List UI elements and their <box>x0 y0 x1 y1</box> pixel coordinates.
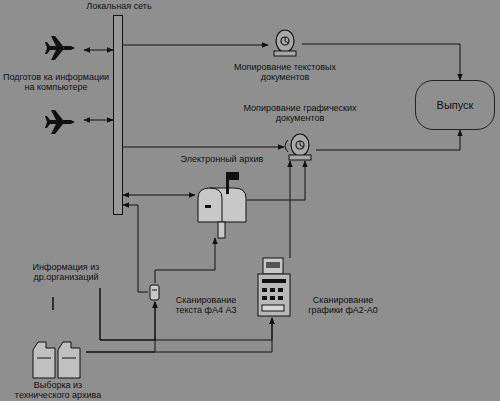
node-text: Выборка из технического архива <box>8 380 108 401</box>
output-box: Выпуск <box>415 80 495 130</box>
node-text: Локальная сеть <box>64 1 174 11</box>
mailbox-icon <box>198 172 246 238</box>
flow-connector <box>123 205 148 292</box>
flow-connector <box>84 50 113 51</box>
node-text: Подготов ка информации на компьютере <box>0 72 112 93</box>
node-text: Мопирование текстовых документов <box>226 62 344 83</box>
source-node: Информация из др.организаций <box>20 262 112 288</box>
copier-icon <box>274 30 296 56</box>
marker-tick <box>52 297 54 310</box>
node-text: Мопирование графических документов <box>232 103 368 124</box>
node-text: Сканирование текста фА4 А3 <box>162 295 250 316</box>
flow-connector <box>123 45 268 46</box>
flow-connector <box>86 318 272 352</box>
airplane-icon <box>45 36 75 60</box>
flow-connector <box>84 120 113 121</box>
flow-connector <box>123 195 195 196</box>
flow-connector <box>290 161 291 258</box>
flow-connector <box>86 302 155 352</box>
flow-connector <box>316 130 460 150</box>
node-text: Выпуск <box>437 99 474 112</box>
flow-connector <box>155 238 215 283</box>
archive-node: Выборка из технического архива <box>30 338 86 380</box>
copier-icon <box>285 134 311 160</box>
archive-folders-icon <box>33 342 80 378</box>
archive-node: Электронный архив <box>195 170 247 238</box>
node-text: Электронный архив <box>167 154 277 164</box>
flow-connector <box>247 161 305 200</box>
scanner-icon <box>258 258 290 316</box>
flow-connector <box>100 288 272 340</box>
hand-scanner-icon <box>150 285 159 300</box>
workstation-node: Подготов ка информации на компьютере <box>0 36 84 140</box>
scanner-node: Сканирование графики фА2-А0 <box>255 258 293 318</box>
node-text: Сканирование графики фА2-А0 <box>297 295 389 316</box>
copier-node: Мопирование текстовых документов <box>268 30 302 58</box>
scanner-node: Сканирование текста фА4 А3 <box>148 283 162 302</box>
node-text: Информация из др.организаций <box>20 262 112 283</box>
connector-layer <box>84 44 460 352</box>
flow-connector <box>123 147 284 148</box>
flow-connector <box>100 288 155 340</box>
airplane-icon <box>45 110 75 134</box>
copier-node: Мопирование графических документов <box>284 133 316 161</box>
network-bus: Локальная сеть <box>113 15 123 215</box>
